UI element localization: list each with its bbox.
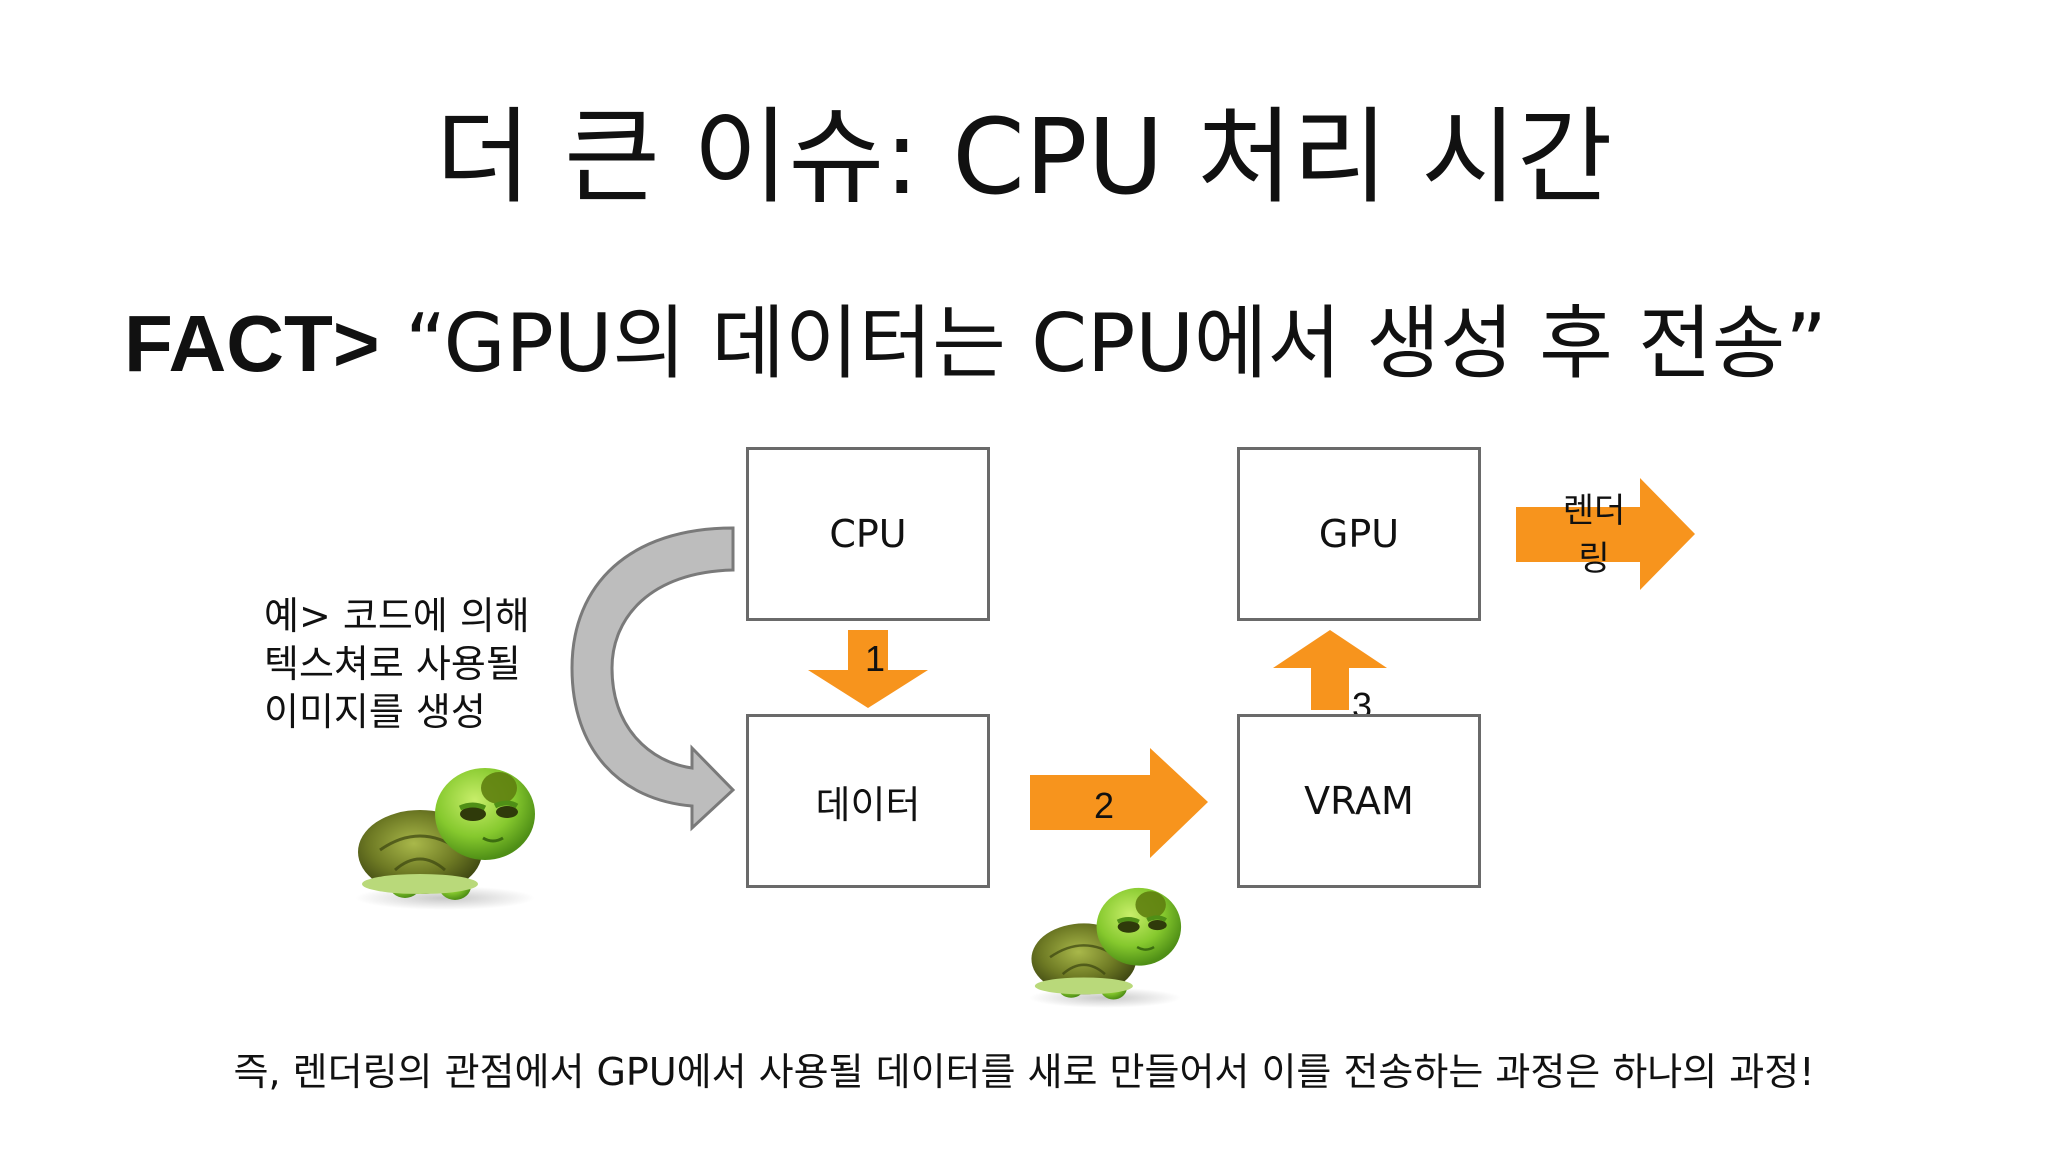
example-note: 예> 코드에 의해 텍스쳐로 사용될 이미지를 생성: [264, 594, 530, 734]
render-label-line1: 렌더: [1563, 491, 1626, 531]
arrow-step-1: [808, 630, 928, 708]
turtle-icon: [1010, 872, 1200, 1012]
arrow-step-2: [1030, 748, 1208, 858]
slide-title: 더 큰 이슈: CPU 처리 시간: [435, 96, 1613, 218]
step-1-label: 1: [865, 638, 885, 679]
cpu-box: CPU: [746, 447, 990, 621]
fact-statement: FACT> “GPU의 데이터는 CPU에서 생성 후 전송”: [124, 286, 1964, 402]
fact-text: “GPU의 데이터는 CPU에서 생성 후 전송”: [379, 297, 1827, 390]
render-label-line2: 링: [1578, 539, 1609, 579]
fact-label: FACT>: [124, 299, 380, 388]
data-box: 데이터: [746, 714, 990, 888]
arrow-step-3: [1273, 630, 1387, 710]
step-2-label: 2: [1094, 785, 1114, 826]
turtle-icon: [332, 752, 557, 922]
gpu-box: GPU: [1237, 447, 1481, 621]
arrow-render: [1516, 478, 1695, 590]
curved-arrow: [570, 526, 736, 832]
bottom-summary: 즉, 렌더링의 관점에서 GPU에서 사용될 데이터를 새로 만들어서 이를 전…: [233, 1050, 1815, 1094]
vram-box: VRAM: [1237, 714, 1481, 888]
